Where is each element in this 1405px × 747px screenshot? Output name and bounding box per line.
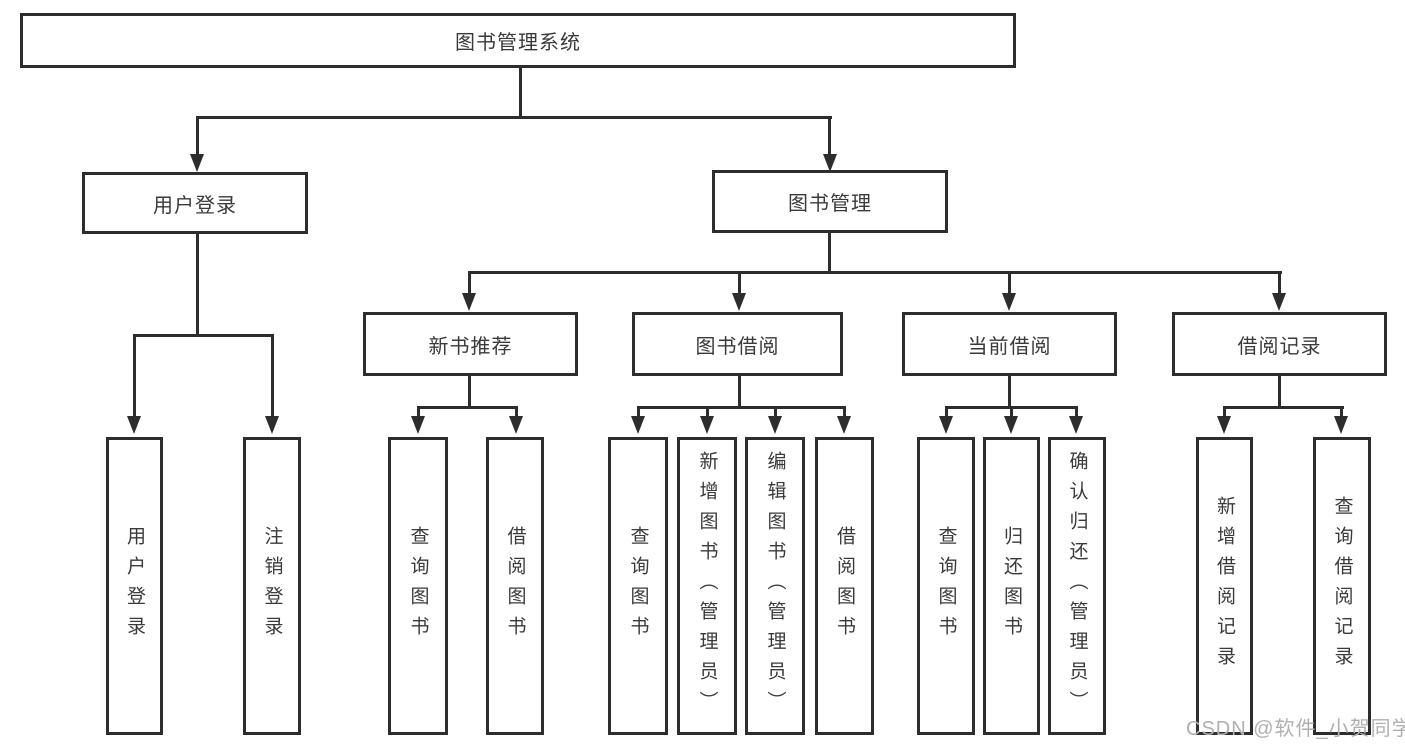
connector-borrowing-records-drop (1278, 376, 1281, 408)
box-borrowing-records: 借阅记录 (1172, 312, 1387, 376)
connector-stem-leaf-user-login (133, 336, 136, 416)
leaf-confirm-return-admin-label: 确认归还（管理员） (1066, 451, 1088, 721)
arrow-down-bb-edit (768, 416, 782, 434)
arrow-down-book-management (823, 154, 837, 172)
connector-stem-cb-confirm (1075, 408, 1078, 418)
leaf-query-books-current: 查询图书 (917, 437, 975, 735)
box-current-borrowing: 当前借阅 (902, 312, 1117, 376)
connector-stem-current-borrowing (1008, 273, 1011, 295)
connector-stem-user-login (196, 118, 199, 158)
connector-root-bar (196, 116, 832, 119)
leaf-borrow-books-recommend-label: 借阅图书 (504, 526, 526, 646)
box-book-management: 图书管理 (712, 170, 948, 233)
box-book-management-label: 图书管理 (788, 193, 872, 215)
connector-book-borrowing-drop (738, 376, 741, 408)
leaf-user-login: 用户登录 (106, 437, 163, 735)
connector-book-management-bar (468, 271, 1282, 274)
connector-stem-book-borrowing (738, 273, 741, 295)
connector-user-login-bar (133, 334, 274, 337)
leaf-query-books-borrowing: 查询图书 (608, 437, 668, 735)
connector-new-book-bar (417, 406, 518, 409)
csdn-watermark: CSDN @软件_小贺同学 (1186, 718, 1405, 740)
box-new-book-recommend: 新书推荐 (363, 312, 578, 376)
box-user-login-label: 用户登录 (153, 194, 237, 217)
leaf-logout: 注销登录 (243, 437, 301, 735)
leaf-add-book-admin-label: 新增图书（管理员） (696, 451, 718, 721)
leaf-borrow-books-recommend: 借阅图书 (486, 437, 544, 735)
box-user-login: 用户登录 (82, 172, 308, 234)
box-current-borrowing-label: 当前借阅 (967, 335, 1052, 358)
leaf-query-books-recommend: 查询图书 (388, 437, 448, 735)
connector-stem-borrowing-records (1278, 273, 1281, 295)
leaf-add-book-admin: 新增图书（管理员） (677, 437, 737, 735)
connector-stem-book-management (828, 118, 831, 158)
arrow-down-borrowing-records (1272, 293, 1286, 311)
leaf-query-books-current-label: 查询图书 (935, 526, 957, 646)
arrow-down-cb-confirm (1069, 416, 1083, 434)
connector-stem-bb-borrow (843, 408, 846, 418)
leaf-query-borrow-record: 查询借阅记录 (1313, 437, 1371, 735)
connector-stem-cb-return (1010, 408, 1013, 418)
connector-stem-cb-query (945, 408, 948, 418)
connector-book-management-drop (828, 233, 831, 273)
leaf-query-books-recommend-label: 查询图书 (407, 526, 429, 646)
connector-stem-new-book (468, 273, 471, 295)
connector-new-book-drop (468, 376, 471, 408)
arrow-down-nb-query (411, 416, 425, 434)
box-book-borrowing-label: 图书借阅 (695, 335, 780, 358)
leaf-return-book-label: 归还图书 (1001, 526, 1022, 646)
connector-book-borrowing-bar (637, 406, 846, 409)
arrow-down-leaf-user-login (127, 416, 141, 434)
box-book-borrowing: 图书借阅 (632, 312, 843, 376)
arrow-down-nb-borrow (509, 416, 523, 434)
connector-stem-leaf-logout (271, 336, 274, 416)
connector-user-login-drop (196, 234, 199, 336)
arrow-down-new-book (462, 293, 476, 311)
leaf-edit-book-admin: 编辑图书（管理员） (745, 437, 805, 735)
arrow-down-bb-borrow (837, 416, 851, 434)
arrow-down-current-borrowing (1002, 293, 1016, 311)
arrow-down-user-login (190, 154, 204, 172)
connector-current-borrowing-bar (945, 406, 1078, 409)
arrow-down-bb-query (631, 416, 645, 434)
box-library-management-system: 图书管理系统 (20, 13, 1016, 68)
connector-stem-bb-add (706, 408, 709, 418)
connector-stem-bb-edit (774, 408, 777, 418)
connector-borrowing-records-bar (1223, 406, 1344, 409)
arrow-down-cb-return (1004, 416, 1018, 434)
connector-stem-br-query (1340, 408, 1343, 418)
leaf-borrow-books-borrowing-label: 借阅图书 (834, 526, 855, 646)
box-library-management-system-label: 图书管理系统 (455, 32, 581, 54)
connector-stem-nb-borrow (515, 408, 518, 418)
leaf-query-borrow-record-label: 查询借阅记录 (1331, 496, 1353, 676)
leaf-logout-label: 注销登录 (261, 526, 283, 646)
connector-stem-bb-query (637, 408, 640, 418)
leaf-user-login-label: 用户登录 (124, 526, 145, 646)
leaf-add-borrow-record-label: 新增借阅记录 (1214, 496, 1235, 676)
arrow-down-cb-query (939, 416, 953, 434)
connector-stem-nb-query (417, 408, 420, 418)
arrow-down-br-query (1334, 416, 1348, 434)
leaf-add-borrow-record: 新增借阅记录 (1196, 437, 1253, 735)
leaf-edit-book-admin-label: 编辑图书（管理员） (764, 451, 786, 721)
box-new-book-recommend-label: 新书推荐 (428, 335, 513, 358)
connector-current-borrowing-drop (1008, 376, 1011, 408)
leaf-confirm-return-admin: 确认归还（管理员） (1048, 437, 1106, 735)
connector-stem-br-add (1223, 408, 1226, 418)
arrow-down-book-borrowing (732, 293, 746, 311)
connector-root-drop (519, 68, 522, 118)
arrow-down-bb-add (700, 416, 714, 434)
arrow-down-br-add (1217, 416, 1231, 434)
box-borrowing-records-label: 借阅记录 (1237, 335, 1322, 358)
leaf-query-books-borrowing-label: 查询图书 (627, 526, 649, 646)
arrow-down-leaf-logout (265, 416, 279, 434)
leaf-return-book: 归还图书 (983, 437, 1040, 735)
leaf-borrow-books-borrowing: 借阅图书 (815, 437, 874, 735)
